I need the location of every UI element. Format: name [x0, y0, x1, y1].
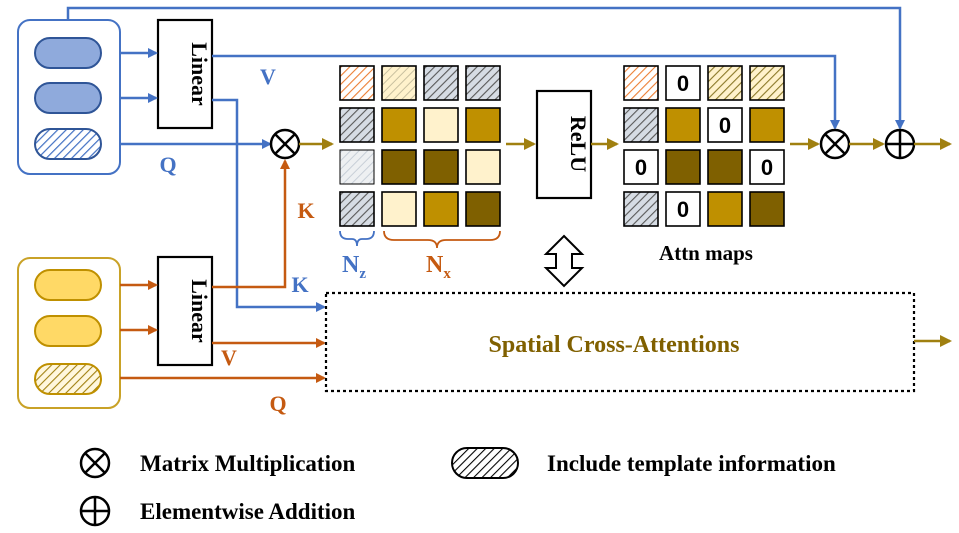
attn-matrix-cell [749, 191, 785, 227]
linear-block-bottom-label: Linear [187, 279, 212, 343]
attn-matrix-cell [749, 65, 785, 101]
attn-matrix-cell [623, 65, 659, 101]
legend-matmul-icon [79, 447, 111, 479]
attn-matrix-cell [749, 107, 785, 143]
nx-label: Nx [426, 252, 451, 282]
raw-matrix-cell [339, 107, 375, 143]
attn-matrix-cell [707, 191, 743, 227]
bottom-token-pill-2 [34, 315, 102, 347]
attn-matrix-cell [665, 149, 701, 185]
q-label-bottom: Q [269, 391, 286, 416]
raw-matrix-cell [465, 191, 501, 227]
nx-brace [383, 230, 501, 249]
v-path-top [212, 54, 840, 130]
raw-matrix-cell [423, 191, 459, 227]
attn-matrix-cell [749, 149, 785, 185]
attn-matrix-cell [665, 65, 701, 101]
raw-matrix-cell [423, 65, 459, 101]
raw-matrix-cell [423, 149, 459, 185]
nz-label: Nz [342, 252, 366, 282]
raw-matrix-cell [465, 65, 501, 101]
attn-matrix-zero-label: 0 [761, 155, 773, 180]
matmul-operator-1 [269, 128, 301, 160]
relu-block [535, 89, 593, 200]
attn-matrix-cell [707, 107, 743, 143]
k-label-orange: K [297, 198, 314, 223]
add-operator [884, 128, 916, 160]
v-label-top: V [260, 64, 276, 89]
raw-matrix-cell [465, 149, 501, 185]
spatial-cross-attention-box [324, 291, 916, 393]
attention-matrix-relu: 0 0 0 0 0 [623, 65, 785, 227]
attn-matrix-cell [707, 149, 743, 185]
nz-brace [339, 230, 375, 247]
linear-block-top [156, 18, 214, 130]
attention-matrix-raw [339, 65, 501, 227]
spatial-cross-attention-label: Spatial Cross-Attentions [489, 332, 740, 358]
linear-block-top-label: Linear [187, 42, 212, 106]
raw-matrix-cell [381, 149, 417, 185]
relu-block-label: ReLU [566, 116, 591, 172]
legend-matmul-text: Matrix Multiplication [140, 451, 355, 476]
attn-matrix-cell [623, 149, 659, 185]
attn-matrix-cell [623, 107, 659, 143]
v-label-bottom: V [221, 345, 237, 370]
raw-matrix-cell [339, 149, 375, 185]
raw-matrix-cell [465, 107, 501, 143]
legend-hatch-pill-icon [451, 447, 519, 479]
raw-matrix-cell [381, 107, 417, 143]
attn-matrix-zero-label: 0 [677, 197, 689, 222]
bottom-token-pill-hatched [34, 363, 102, 395]
raw-matrix-cell [339, 65, 375, 101]
bottom-token-pill-1 [34, 269, 102, 301]
raw-matrix-cell [381, 65, 417, 101]
legend-add-text: Elementwise Addition [140, 499, 356, 524]
k-label-blue: K [291, 272, 308, 297]
raw-matrix-cell [423, 107, 459, 143]
linear-block-bottom [156, 255, 214, 367]
matmul-operator-2 [819, 128, 851, 160]
legend-template-text: Include template information [547, 451, 836, 476]
attn-matrix-zero-label: 0 [719, 113, 731, 138]
attn-maps-label: Attn maps [659, 241, 753, 265]
legend-add-icon [79, 495, 111, 527]
residual-arrow-top [66, 6, 905, 130]
k-path-orange [212, 159, 290, 289]
raw-matrix-cell [381, 191, 417, 227]
q-label-top: Q [159, 152, 176, 177]
attn-matrix-zero-label: 0 [635, 155, 647, 180]
top-token-pill-hatched [34, 128, 102, 160]
attn-matrix-cell [623, 191, 659, 227]
top-token-pill-2 [34, 82, 102, 114]
attn-matrix-zero-label: 0 [677, 71, 689, 96]
top-token-pill-1 [34, 37, 102, 69]
attn-matrix-cell [665, 191, 701, 227]
attn-matrix-cell [665, 107, 701, 143]
k-path-blue [212, 98, 326, 312]
attn-matrix-cell [707, 65, 743, 101]
raw-matrix-cell [339, 191, 375, 227]
equivalence-arrow [543, 234, 585, 288]
